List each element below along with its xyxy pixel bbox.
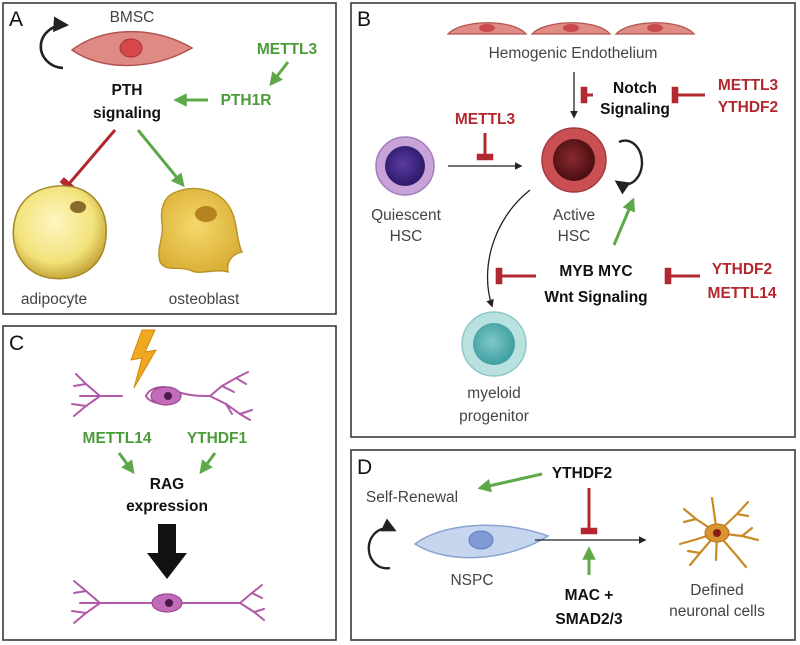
injured-axon-left-icon <box>71 373 123 417</box>
mettl14-myb-label: METTL14 <box>708 285 777 302</box>
panel-c: C METTL14 YTHDF1 RAG expression <box>2 325 337 641</box>
panel-b-frame <box>350 2 796 438</box>
ythdf2-to-self-renewal-arrow <box>477 472 543 493</box>
ythdf2-notch-label: YTHDF2 <box>718 99 778 116</box>
myb-myc-label: MYB MYC <box>559 263 632 280</box>
ythdf2-label-d: YTHDF2 <box>552 465 612 482</box>
panel-d-letter: D <box>357 456 372 479</box>
ythdf2-myb-label: YTHDF2 <box>712 261 772 278</box>
quiescent-label: Quiescent <box>371 207 441 224</box>
rag-expression-label: expression <box>126 498 208 515</box>
wnt-promotes-self-renewal <box>612 197 636 246</box>
ythdf1-label: YTHDF1 <box>187 430 248 447</box>
panel-b-letter: B <box>357 8 371 31</box>
pth-inhibits-adipocyte <box>59 129 117 193</box>
mettl3-label-a: METTL3 <box>257 41 318 58</box>
panel-b: B Hemogenic Endothelium Notch Signaling … <box>350 2 796 438</box>
quiescent-hsc-cell <box>375 136 435 196</box>
active-to-myeloid-arrow <box>486 189 531 308</box>
nspc-cell <box>413 524 550 559</box>
pth1r-label: PTH1R <box>221 92 272 109</box>
mettl14-to-rag-arrow <box>117 452 135 475</box>
bmsc-label: BMSC <box>110 9 155 26</box>
defined-label: Defined <box>690 582 743 599</box>
mettl3-to-pth1r-arrow <box>269 61 290 87</box>
ythdf1-to-rag-arrow <box>199 452 217 475</box>
myeloid-progenitor-cell <box>461 311 527 377</box>
active-hsc-label: HSC <box>558 228 591 245</box>
bmsc-cell <box>70 31 194 67</box>
progenitor-label: progenitor <box>459 408 529 425</box>
panel-d: D YTHDF2 Self-Renewal NSPC MAC + SMAD2/3 <box>350 449 796 641</box>
mettl14-label: METTL14 <box>83 430 152 447</box>
big-down-arrow-icon <box>147 524 187 579</box>
adipocyte-cell <box>12 185 107 280</box>
neuronal-cells-label: neuronal cells <box>669 603 765 620</box>
panel-a-letter: A <box>9 8 23 31</box>
rag-label: RAG <box>150 476 184 493</box>
lightning-icon <box>130 329 157 389</box>
myeloid-label: myeloid <box>467 385 520 402</box>
active-hsc-self-renewal-icon <box>614 139 644 195</box>
osteoblast-cell <box>158 187 244 273</box>
adipocyte-label: adipocyte <box>21 291 87 308</box>
wnt-signaling-label: Wnt Signaling <box>544 289 647 306</box>
quiescent-hsc-label: HSC <box>390 228 423 245</box>
endothelium-cells <box>446 22 696 35</box>
nspc-self-renewal-icon <box>367 518 397 570</box>
mac-label: MAC + <box>565 587 614 604</box>
pth-signaling-label: signaling <box>93 105 161 122</box>
panel-a: A BMSC METTL3 PTH1R PTH signaling adipoc… <box>2 2 337 315</box>
self-renewal-label: Self-Renewal <box>366 489 458 506</box>
panel-c-letter: C <box>9 332 24 355</box>
pth-label: PTH <box>112 82 143 99</box>
active-label: Active <box>553 207 595 224</box>
endothelium-label: Hemogenic Endothelium <box>489 45 658 62</box>
mettl3-notch-label: METTL3 <box>718 77 779 94</box>
self-renewal-arrow-icon <box>39 16 70 70</box>
panel-c-frame <box>2 325 337 641</box>
nspc-label: NSPC <box>450 572 493 589</box>
notch-signaling-label: Signaling <box>600 101 670 118</box>
notch-label: Notch <box>613 80 657 97</box>
mettl3-quiescence-label: METTL3 <box>455 111 516 128</box>
active-hsc-cell <box>541 127 607 193</box>
pth-promotes-osteoblast <box>136 129 185 188</box>
osteoblast-label: osteoblast <box>169 291 240 308</box>
smad-label: SMAD2/3 <box>555 611 623 628</box>
